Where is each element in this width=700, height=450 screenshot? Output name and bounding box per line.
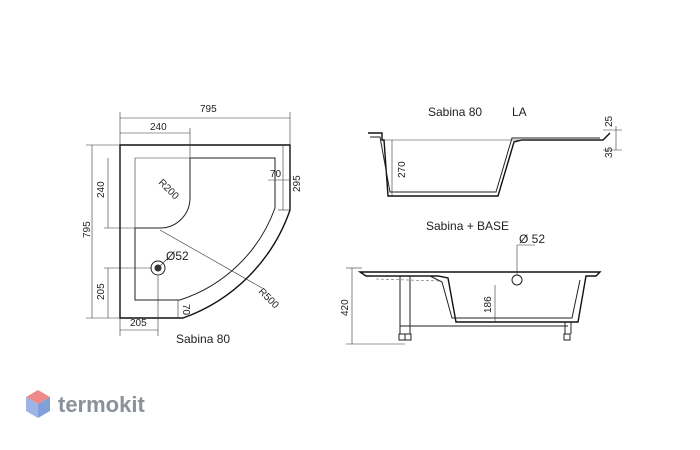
plan-view: 795 240 795 240 205 205 295 70 70	[82, 104, 303, 346]
dim-25-top: 25	[604, 115, 615, 127]
label-base-drain-52: Ø 52	[519, 232, 545, 246]
dim-795-width: 795	[200, 104, 217, 115]
section-base-caption: Sabina + BASE	[426, 219, 509, 233]
dim-70-right: 70	[270, 169, 282, 180]
dim-240-seat-height: 240	[96, 181, 107, 198]
dim-70-bottom: 70	[180, 304, 191, 316]
brand-logo: termokit	[26, 390, 145, 418]
dim-186-inner: 186	[483, 296, 494, 313]
dim-240-seat-width: 240	[150, 122, 167, 133]
base-frame	[398, 276, 572, 341]
tray-outline	[119, 144, 291, 319]
cube-logo-icon	[26, 390, 50, 418]
dim-35-rim: 35	[604, 146, 615, 158]
brand-name: termokit	[58, 392, 145, 417]
dim-420-total: 420	[340, 299, 351, 316]
section-la-caption: Sabina 80	[428, 105, 482, 119]
dim-795-height: 795	[82, 221, 93, 238]
dim-295-right: 295	[292, 175, 303, 192]
section-la-variant: LA	[512, 105, 527, 119]
dim-205-drain-y: 205	[96, 283, 107, 300]
base-drain-icon	[511, 274, 523, 286]
seat-line	[134, 157, 190, 228]
dim-205-drain-x: 205	[130, 318, 147, 329]
center-line	[159, 229, 263, 289]
dim-270-depth: 270	[397, 161, 408, 178]
basin-outline	[134, 157, 276, 301]
label-drain-52: Ø52	[166, 249, 189, 263]
label-r500: R500	[256, 286, 281, 311]
plan-caption: Sabina 80	[176, 332, 230, 346]
section-la-view: Sabina 80 LA 270 25 35	[368, 105, 622, 197]
section-base-view: Sabina + BASE Ø 52 186 420	[340, 219, 602, 345]
label-r200: R200	[156, 177, 181, 202]
